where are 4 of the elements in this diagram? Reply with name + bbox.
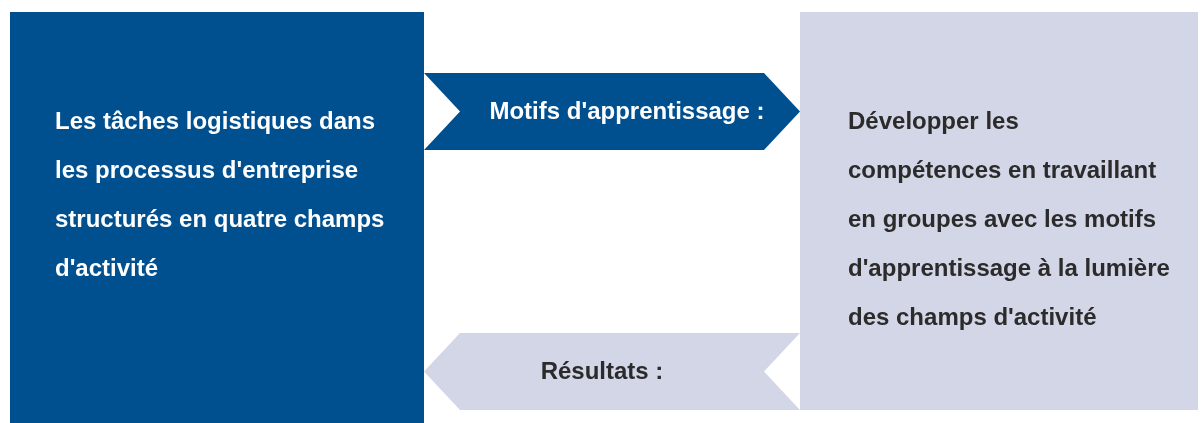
arrow-shape: Motifs d'apprentissage :: [424, 73, 800, 150]
arrow-shape: Résultats :: [424, 333, 800, 410]
text-box: Développer les compétences en travaillant en groupes avec les motifs d'apprentissage à la lumière des champs d'activité: [800, 12, 1198, 410]
text-box: Les tâches logistiques dans les processus d'entreprise structurés en quatre champs d'activité: [10, 12, 424, 423]
